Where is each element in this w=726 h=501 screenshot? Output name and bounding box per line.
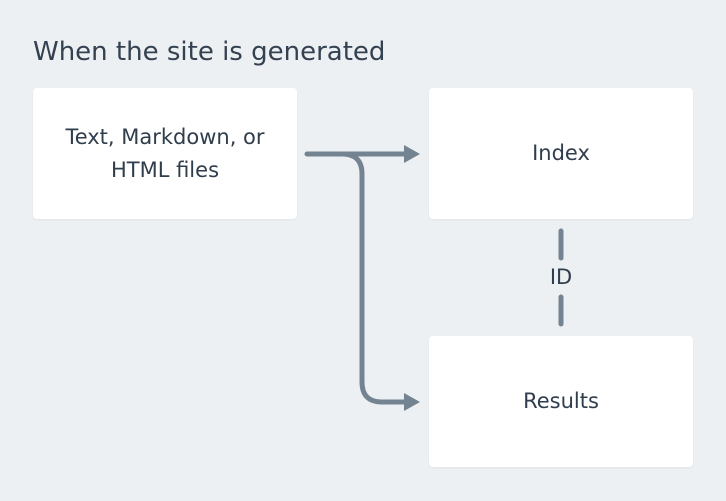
results-label: Results (523, 389, 599, 413)
source-to-results-connector (339, 151, 411, 405)
id-link-label: ID (541, 262, 581, 292)
diagram-title: When the site is generated (33, 37, 386, 67)
results-box: Results (429, 336, 693, 467)
results-arrowhead-icon (404, 393, 420, 411)
index-box: Index (429, 88, 693, 219)
index-arrowhead-icon (404, 145, 420, 163)
index-label: Index (532, 141, 590, 165)
source-files-label: Text, Markdown, or HTML files (65, 124, 265, 182)
source-files-box: Text, Markdown, or HTML files (33, 88, 297, 219)
